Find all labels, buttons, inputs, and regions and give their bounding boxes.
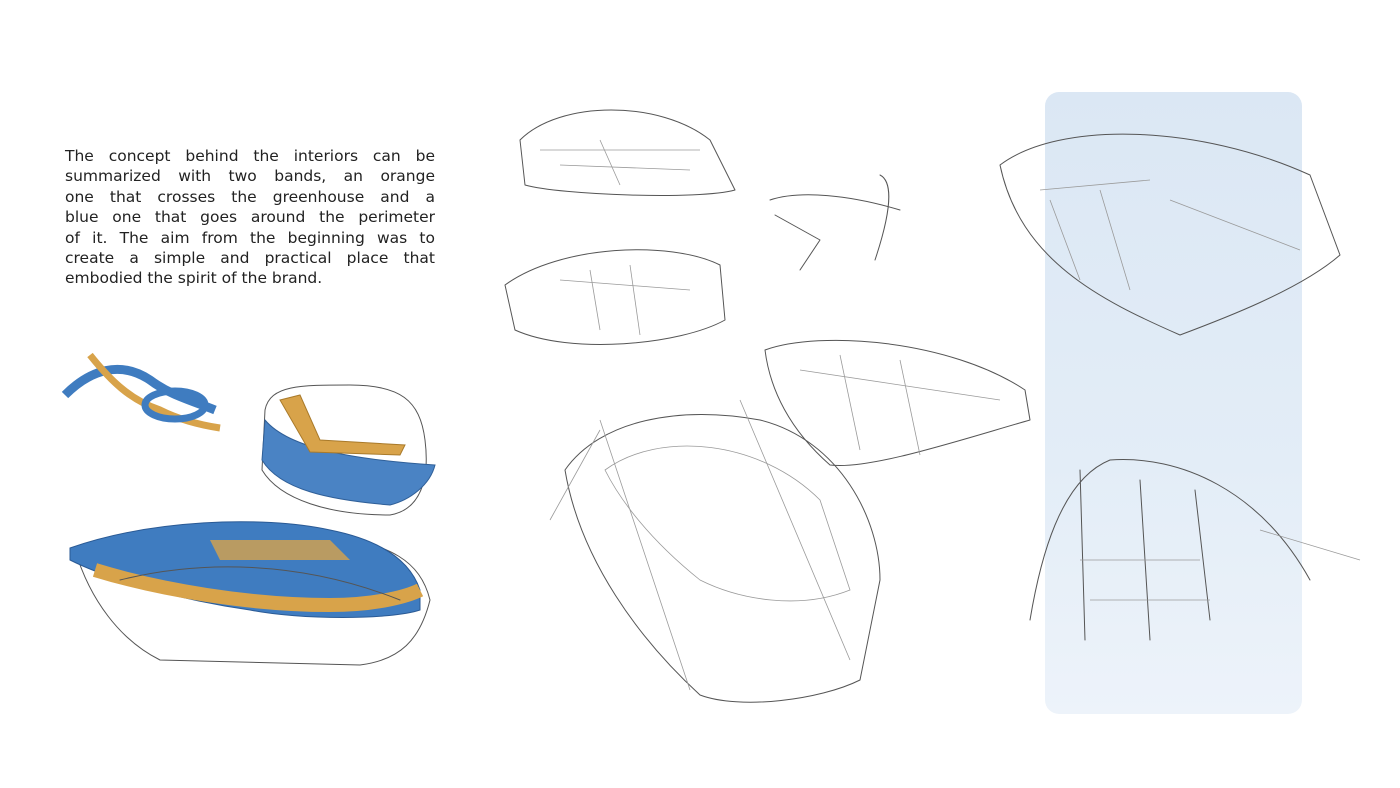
- description-line: embodied the spirit of the brand.: [65, 269, 323, 288]
- interior-sketch-3: [764, 339, 1031, 467]
- description-line: one that crosses the greenhouse and a: [65, 187, 435, 206]
- capsule-band-sketch: [261, 384, 436, 516]
- boat-band-sketch: [69, 521, 431, 666]
- description-line: blue one that goes around the perimeter: [65, 208, 435, 227]
- interior-panel-sketch-top: [999, 133, 1341, 336]
- concept-description: The concept behind the interiors can be …: [65, 146, 435, 289]
- interior-sketch-2: [504, 249, 726, 345]
- interior-sketch-1: [519, 109, 736, 196]
- description-line: summarized with two bands, an orange: [65, 167, 435, 186]
- car-topview-sketch: [549, 399, 881, 703]
- description-line: create a simple and practical place that: [65, 249, 435, 268]
- description-line: The concept behind the interiors can be: [65, 147, 435, 165]
- dashboard-sketch: [769, 174, 901, 271]
- twisted-bands-sketch: [61, 352, 221, 432]
- interior-panel-sketch-bottom: [1029, 459, 1361, 641]
- description-line: of it. The aim from the beginning was to: [65, 228, 435, 247]
- highlight-panel: [1045, 92, 1302, 714]
